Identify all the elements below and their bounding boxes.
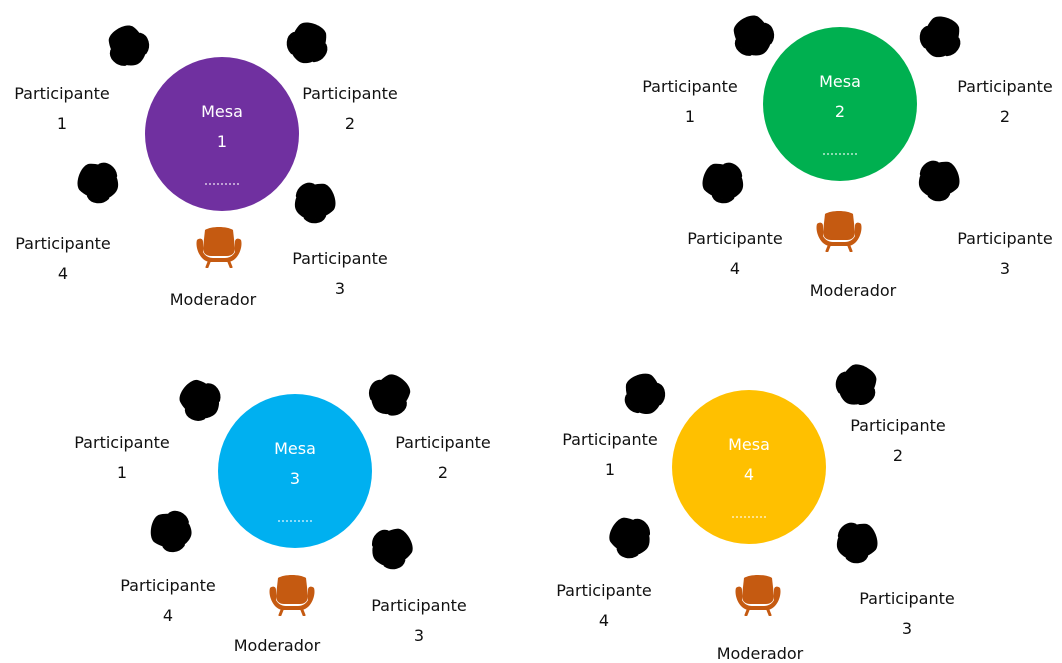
moderator-chair-icon (734, 574, 782, 616)
participant-chair-icon (367, 370, 413, 420)
participant-chair-icon (916, 155, 962, 205)
participant-chair-icon (730, 12, 776, 60)
table-number: 4 (743, 465, 755, 484)
moderator-label: Moderador (809, 281, 897, 300)
participant-chair-icon (607, 512, 653, 562)
participant-chair-icon (918, 12, 964, 62)
table-label: Mesa (728, 435, 770, 454)
participant-chair-icon (834, 360, 880, 410)
table-3: Mesa 3 (218, 394, 372, 548)
participant-chair-icon (292, 177, 338, 227)
table-4: Mesa 4 (672, 390, 826, 544)
participant-chair-icon (285, 18, 331, 68)
moderator-chair-icon (815, 210, 863, 252)
moderator-label: Moderador (716, 644, 804, 663)
table-number: 1 (216, 132, 228, 151)
table-2: Mesa 2 (763, 27, 917, 181)
moderator-chair-icon (195, 226, 243, 268)
participant-chair-icon (148, 506, 194, 556)
participant-chair-icon (621, 370, 667, 418)
moderator-label: Moderador (169, 290, 257, 309)
moderator-chair-icon (268, 574, 316, 616)
table-number: 2 (834, 102, 846, 121)
participant-chair-icon (700, 157, 746, 207)
participant-chair-icon (105, 22, 151, 70)
table-number: 3 (289, 469, 301, 488)
moderator-label: Moderador (233, 636, 321, 655)
table-label: Mesa (819, 72, 861, 91)
table-1: Mesa 1 (145, 57, 299, 211)
participant-chair-icon (834, 517, 880, 567)
table-label: Mesa (274, 439, 316, 458)
table-label: Mesa (201, 102, 243, 121)
participant-chair-icon (369, 523, 415, 573)
participant-chair-icon (75, 157, 121, 207)
participant-chair-icon (177, 376, 223, 424)
